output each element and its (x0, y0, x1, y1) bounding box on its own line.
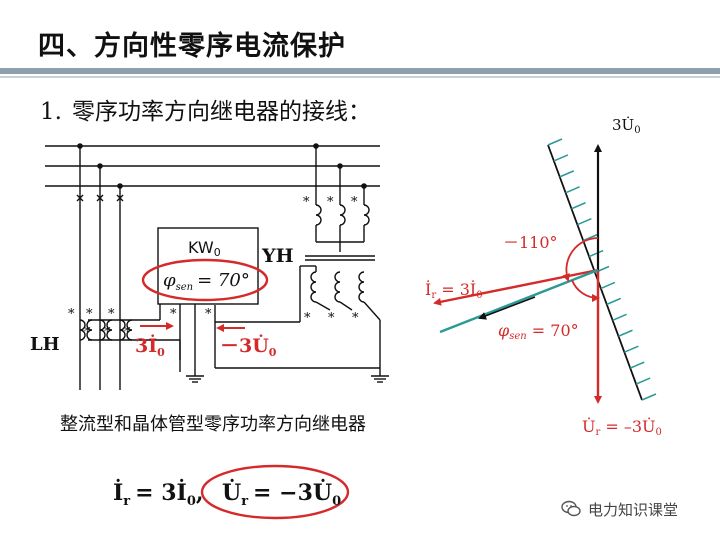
watermark-text: 电力知识课堂 (588, 500, 679, 519)
hatch-tick (559, 170, 575, 178)
hatch-tick (588, 249, 604, 258)
hatch-tick (635, 377, 651, 385)
phasor-diagram: 3U̇0 －110° İr = 3İ0 φsen = 70° U̇r = –3U… (425, 116, 662, 438)
lh-label: LH (30, 334, 60, 355)
voltage-label: －3U̇0 (220, 335, 277, 359)
hatch-tick (565, 186, 580, 194)
hatch-tick (641, 393, 657, 401)
slide-title: 四、方向性零序电流保护 (38, 31, 346, 62)
label-ur: U̇r = –3U̇0 (582, 417, 662, 438)
hatch-tick (606, 297, 622, 306)
label-phi-sen: φsen = 70° (498, 321, 579, 342)
diagram-caption: 整流型和晶体管型零序功率方向继电器 (60, 414, 366, 435)
svg-text:*: * (352, 311, 359, 326)
hatch-tick (612, 313, 627, 322)
formula-ur: U̇r= −3U̇0 (222, 480, 341, 509)
section-text: 零序功率方向继电器的接线： (71, 99, 371, 125)
relay-phi: φsen= 70° (163, 270, 250, 293)
hatch-tick (547, 138, 563, 146)
hatch-tick (624, 345, 639, 353)
hatch-tick (571, 202, 586, 210)
formula-ir: İr= 3İ0, (113, 478, 204, 509)
current-label: 3İ0 (135, 334, 165, 359)
svg-text:*: * (304, 311, 311, 326)
svg-text:*: * (205, 307, 212, 322)
section-number: 1. (40, 99, 62, 125)
svg-text:*: * (68, 307, 75, 322)
yh-label: YH (261, 245, 294, 267)
hatch-tick (553, 154, 569, 162)
formula-ur-highlight (200, 464, 350, 520)
svg-text:*: * (328, 311, 335, 326)
angle-arc-70 (571, 279, 600, 302)
hatch-tick (577, 217, 592, 226)
label-3u0: 3U̇0 (612, 116, 641, 136)
label-angle-110: －110° (503, 233, 558, 252)
svg-text:*: * (104, 325, 111, 340)
svg-text:*: * (124, 325, 131, 340)
relay-terminals (179, 304, 196, 372)
angle-arc-110 (562, 237, 599, 282)
section-heading: 1. 零序功率方向继电器的接线： (40, 92, 371, 126)
watermark: 电力知识课堂 (560, 498, 678, 520)
hatch-tick (618, 329, 633, 337)
lh-polarity-stars: * * * * * * (68, 307, 131, 340)
relay-phi-highlight (141, 258, 269, 302)
yh-voltage-transformer (214, 146, 381, 369)
svg-text:*: * (170, 307, 177, 322)
relay-stars: * * (170, 307, 212, 322)
phi-direction-arrow (478, 296, 536, 320)
svg-text:*: * (303, 195, 310, 210)
ground-symbols (186, 368, 389, 383)
phasor-ir (433, 268, 599, 306)
relay-name: KW0 (188, 238, 221, 259)
relay-box (157, 227, 259, 305)
svg-text:*: * (351, 195, 358, 210)
wechat-icon (561, 500, 581, 517)
yh-polarity-stars: * * * * * * (303, 195, 359, 326)
title-rule (0, 68, 720, 74)
svg-text:*: * (108, 307, 115, 322)
lh-current-transformers (79, 300, 181, 360)
feeder-lines (76, 146, 124, 390)
boundary-hatching (547, 138, 657, 401)
bus-lines (45, 145, 380, 187)
svg-text:*: * (327, 195, 334, 210)
title-rule-thin (0, 76, 720, 78)
svg-text:*: * (86, 307, 93, 322)
hatch-tick (629, 361, 645, 369)
label-ir: İr = 3İ0 (425, 279, 483, 301)
svg-text:*: * (84, 325, 91, 340)
hatch-tick (600, 281, 616, 290)
